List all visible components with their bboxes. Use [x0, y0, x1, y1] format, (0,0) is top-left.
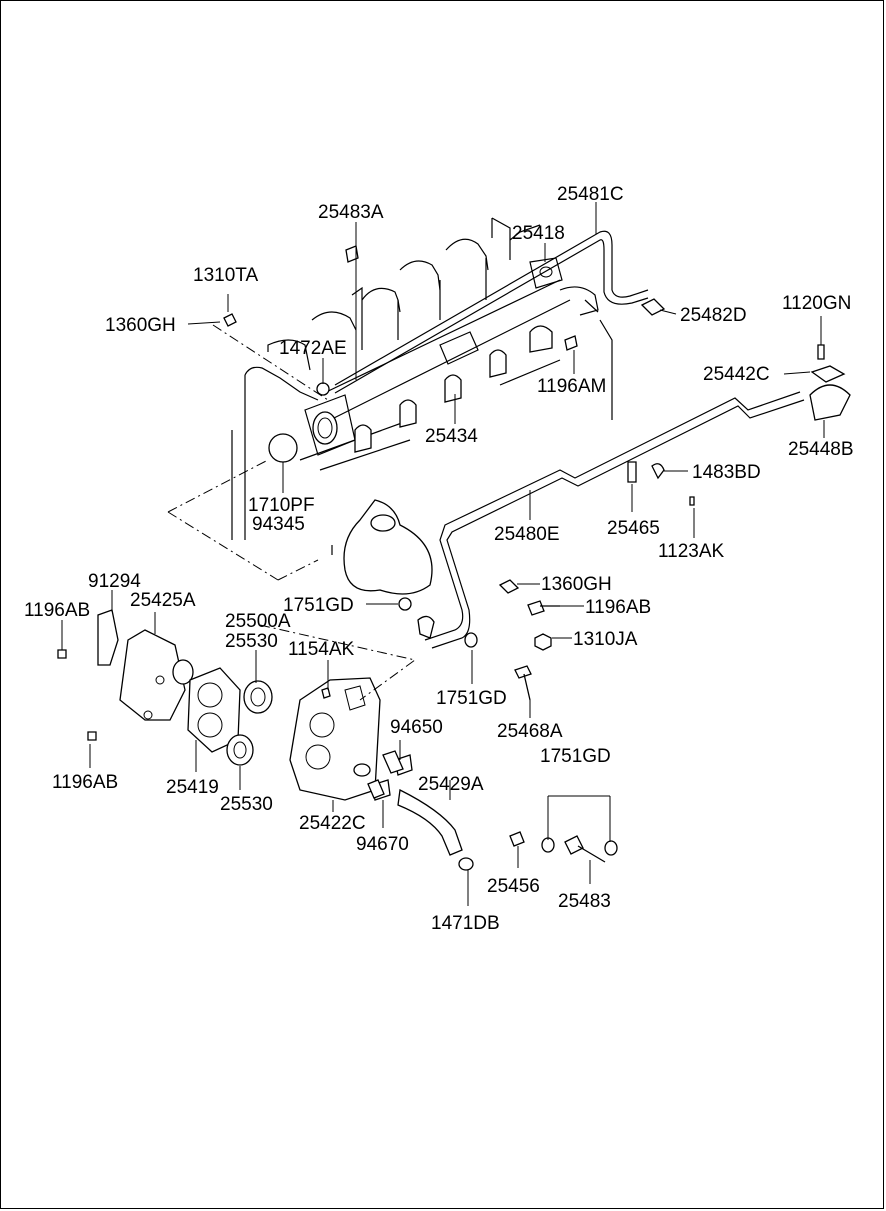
- label-94650: 94650: [390, 717, 443, 738]
- oring-1710PF: [268, 433, 298, 463]
- label-25530-top: 25530: [225, 631, 278, 652]
- bracket-25465: [627, 461, 637, 483]
- label-1483BD: 1483BD: [692, 462, 761, 483]
- label-25419: 25419: [166, 777, 219, 798]
- pipe-25480E: [424, 391, 801, 641]
- label-1360GH-top: 1360GH: [105, 315, 176, 336]
- water-pump-outlet: [343, 499, 433, 595]
- bolt-1310TA: [223, 313, 237, 327]
- nut-1310JA: [534, 633, 552, 651]
- pipe-25481C: [334, 230, 649, 386]
- bolt-1196AB-bottom: [87, 731, 97, 741]
- washer-1751GD-a: [398, 597, 412, 611]
- bracket-25482D: [640, 298, 666, 316]
- water-manifold: [304, 257, 599, 456]
- bolt-25456: [509, 831, 525, 847]
- bolt-1196AB: [527, 600, 560, 616]
- label-94345: 94345: [252, 514, 305, 535]
- thermostat-housing-25425A: [97, 609, 194, 721]
- bolt-25468A: [514, 665, 532, 701]
- label-1196AB-bottom: 1196AB: [52, 772, 118, 793]
- label-1154AK: 1154AK: [288, 639, 355, 660]
- washer-1751GD-c1: [541, 837, 555, 853]
- label-25456: 25456: [487, 876, 540, 897]
- label-1123AK: 1123AK: [658, 541, 725, 562]
- label-25480E: 25480E: [494, 524, 560, 545]
- bolt-1154AK: [321, 687, 331, 699]
- label-25500A: 25500A: [225, 611, 291, 632]
- label-25418: 25418: [512, 223, 565, 244]
- label-25442C: 25442C: [703, 364, 770, 385]
- clip-1483BD: [651, 463, 665, 480]
- label-1310TA: 1310TA: [193, 265, 258, 286]
- housing-25422C: [289, 677, 413, 801]
- bracket-25483A: [345, 245, 359, 263]
- label-1751GD-c: 1751GD: [540, 746, 611, 767]
- washer-1751GD-c2: [604, 840, 618, 856]
- label-1751GD-b: 1751GD: [436, 688, 507, 709]
- label-1310JA: 1310JA: [573, 629, 638, 650]
- engine-block: [231, 217, 613, 555]
- label-25483A: 25483A: [318, 202, 384, 223]
- label-25429A: 25429A: [418, 774, 484, 795]
- bracket-25442C: [810, 365, 846, 383]
- label-25425A: 25425A: [130, 590, 196, 611]
- label-25483: 25483: [558, 891, 611, 912]
- bolt-25483: [564, 835, 606, 863]
- gasket-1360GH: [498, 579, 520, 594]
- bolt-1196AB-left: [57, 649, 67, 659]
- label-1471DB: 1471DB: [431, 913, 500, 934]
- clamp-1471DB: [458, 857, 474, 871]
- washer-1751GD-b: [464, 632, 478, 648]
- bolt-1120GN: [817, 344, 825, 360]
- label-94670: 94670: [356, 834, 409, 855]
- leader-lines: [61, 202, 825, 906]
- label-25434: 25434: [425, 426, 478, 447]
- label-1360GH-mid: 1360GH: [541, 574, 612, 595]
- label-1196AB-right: 1196AB: [585, 597, 651, 618]
- label-1472AE: 1472AE: [279, 338, 347, 359]
- label-1120GN: 1120GN: [782, 293, 851, 314]
- fitting-94670: [367, 779, 385, 799]
- fitting-94650: [382, 750, 404, 774]
- label-25422C: 25422C: [299, 813, 366, 834]
- hose-25429A: [397, 789, 463, 856]
- label-1196AB-left: 1196AB: [24, 600, 90, 621]
- bolt-1196AM: [564, 335, 578, 351]
- label-1751GD-a: 1751GD: [283, 595, 354, 616]
- bracket-25448B: [809, 384, 851, 421]
- bolt-1123AK: [689, 496, 695, 506]
- label-91294: 91294: [88, 571, 141, 592]
- nut-1472AE: [316, 382, 330, 396]
- label-1710PF: 1710PF: [248, 495, 315, 516]
- label-25465: 25465: [607, 518, 660, 539]
- thermostat-25530: [226, 680, 273, 766]
- label-25530-bottom: 25530: [220, 794, 273, 815]
- label-25481C: 25481C: [557, 184, 624, 205]
- label-25448B: 25448B: [788, 439, 854, 460]
- label-1196AM: 1196AM: [537, 376, 606, 397]
- label-25468A: 25468A: [497, 721, 563, 742]
- label-25482D: 25482D: [680, 305, 747, 326]
